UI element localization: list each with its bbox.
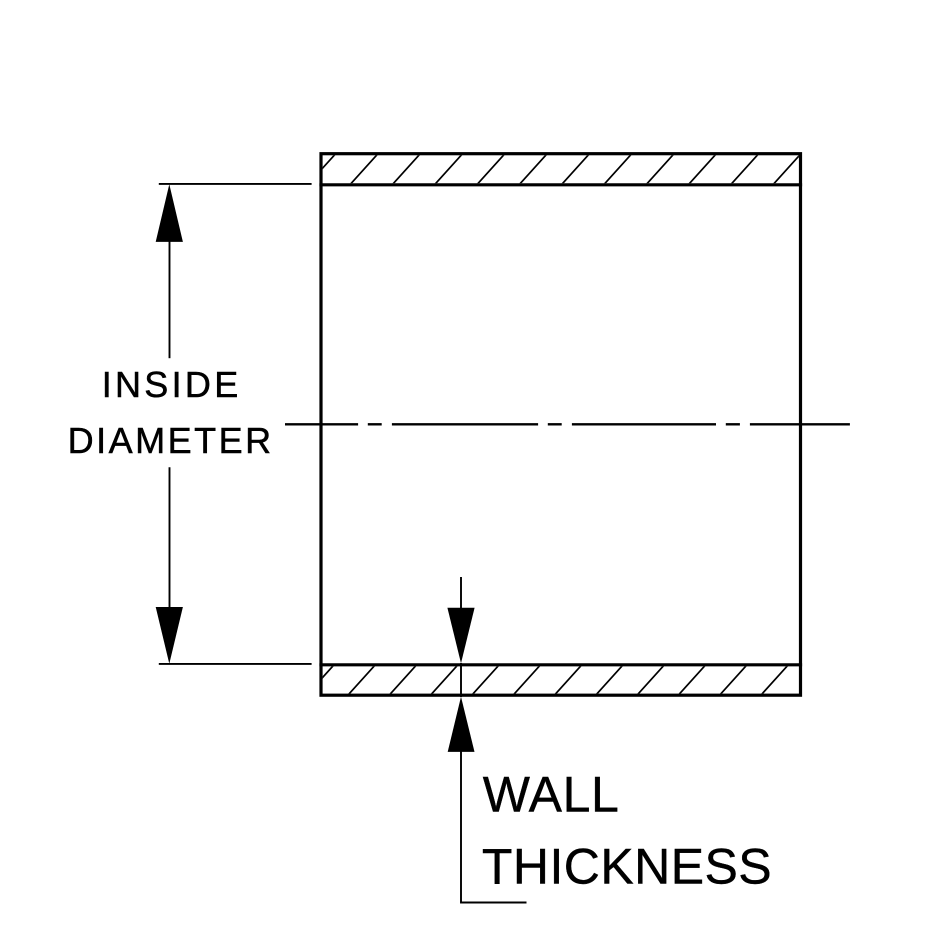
svg-text:THICKNESS: THICKNESS (482, 838, 772, 894)
svg-text:INSIDE: INSIDE (102, 364, 242, 405)
svg-text:WALL: WALL (483, 766, 620, 822)
svg-text:DIAMETER: DIAMETER (68, 420, 274, 461)
